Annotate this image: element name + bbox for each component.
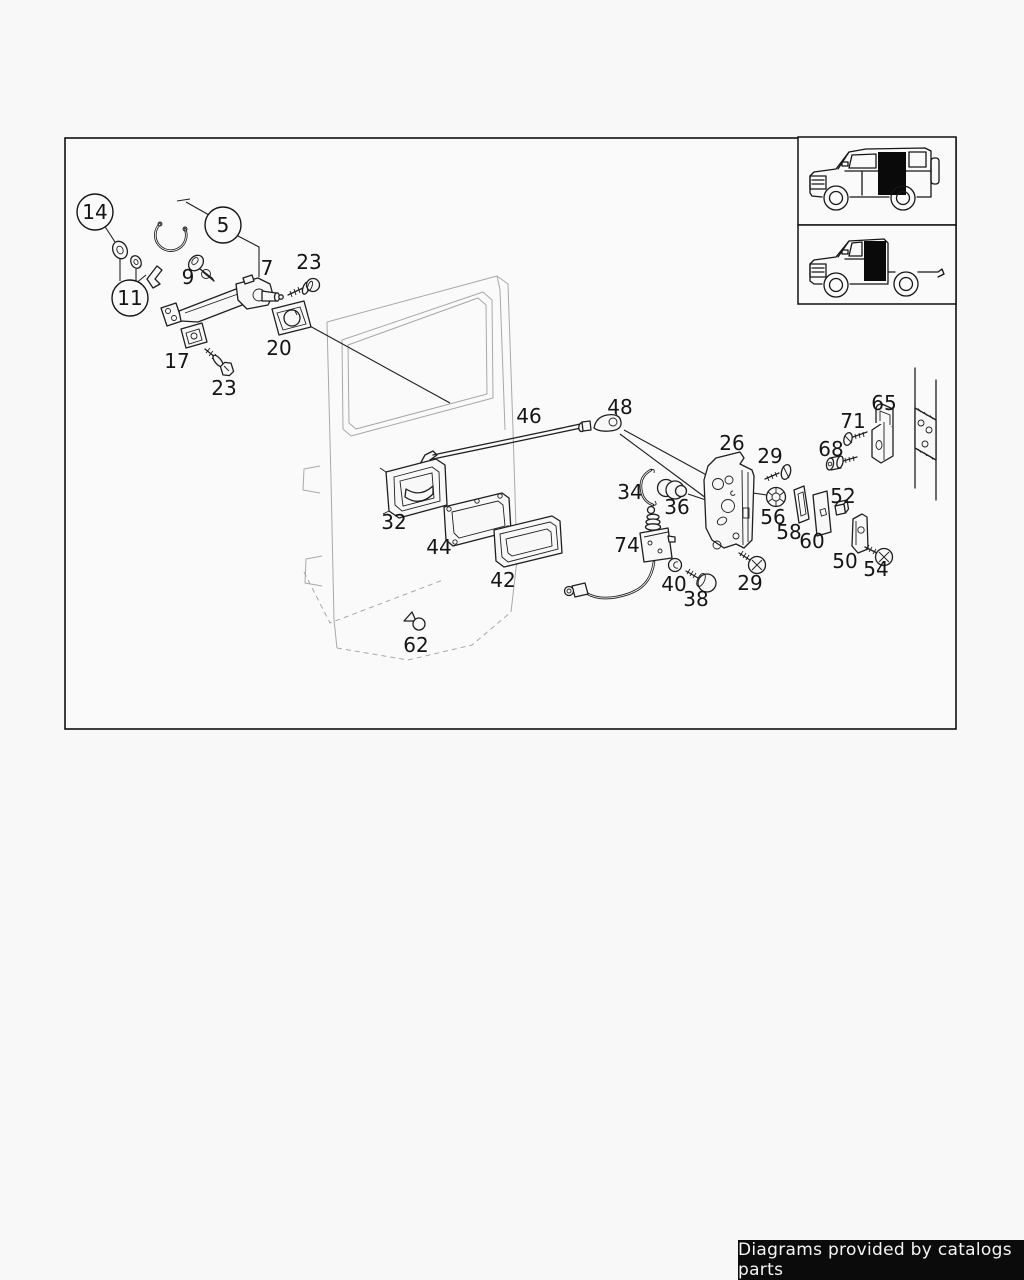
part-label-44: 44: [426, 535, 451, 559]
callout-circle-5: 5: [204, 206, 242, 244]
screw-29-upper: [764, 464, 792, 482]
spring-clip-34: [639, 468, 657, 507]
part-label-62: 62: [403, 633, 428, 657]
shim-58: [793, 485, 810, 524]
svg-text:14: 14: [82, 200, 107, 224]
footer-credit-bar: Diagrams provided by catalogs parts: [738, 1240, 1024, 1280]
part-label-34: 34: [617, 480, 642, 504]
part-label-48: 48: [607, 395, 632, 419]
door-outline: [302, 275, 518, 661]
handle-bezel-20: [271, 300, 312, 336]
callout-circle-14: 14: [76, 193, 114, 231]
screw-71: [843, 431, 868, 447]
leader-lines: [103, 198, 768, 501]
gasket-17: [180, 322, 208, 349]
part-label-40: 40: [661, 572, 686, 596]
part-label-29b: 29: [737, 571, 762, 595]
part-label-46: 46: [516, 404, 541, 428]
b-pillar: [914, 367, 937, 501]
part-label-56: 56: [760, 505, 785, 529]
lock-lever-48: [593, 414, 622, 432]
part-label-23a: 23: [296, 250, 321, 274]
part-label-26: 26: [719, 431, 744, 455]
interior-handle-32: [379, 458, 448, 519]
part-label-36: 36: [664, 495, 689, 519]
part-label-60: 60: [799, 529, 824, 553]
bushing-36: [656, 478, 688, 500]
key-9: [187, 254, 215, 282]
part-label-54: 54: [863, 557, 888, 581]
screw-23-upper: [287, 277, 321, 298]
callout-circle-11: 11: [111, 279, 149, 317]
screw-54: [864, 544, 894, 567]
svg-text:5: 5: [217, 213, 230, 237]
svg-text:11: 11: [117, 286, 142, 310]
square-nut-52: [834, 499, 850, 516]
part-label-17: 17: [164, 349, 189, 373]
vacuum-actuator-74: [563, 505, 676, 600]
part-label-50: 50: [832, 549, 857, 573]
plug-62: [403, 611, 426, 631]
part-label-42: 42: [490, 568, 515, 592]
bolt-68: [825, 455, 858, 471]
grommet-14: [111, 240, 142, 269]
screw-29-lower: [738, 550, 767, 575]
exterior-door-handle-7: [160, 274, 284, 327]
part-label-52: 52: [830, 484, 855, 508]
part-label-38: 38: [683, 587, 708, 611]
part-label-9: 9: [182, 265, 195, 289]
part-label-74: 74: [614, 533, 639, 557]
part-label-58: 58: [776, 520, 801, 544]
bolt-38: [685, 568, 717, 593]
gasket-42: [493, 515, 563, 568]
clip-pin-11: [146, 265, 163, 289]
door-lock-26: [703, 451, 755, 550]
part-label-65: 65: [871, 391, 896, 415]
striker-65: [871, 403, 894, 464]
callout-circles: 14 5 11: [76, 193, 242, 317]
part-label-29a: 29: [757, 444, 782, 468]
part-label-7: 7: [261, 256, 274, 280]
part-label-20: 20: [266, 336, 291, 360]
grommet-40: [667, 557, 683, 573]
screw-23-lower: [204, 347, 235, 377]
g-class-wagon-rear-door-thumbnail[interactable]: [797, 136, 957, 226]
part-label-32: 32: [381, 510, 406, 534]
part-label-71: 71: [840, 409, 865, 433]
star-washer-56: [765, 486, 787, 508]
plate-60: [812, 490, 832, 537]
g-class-chassis-cab-rear-door-thumbnail[interactable]: [797, 224, 957, 305]
footer-credit-text: Diagrams provided by catalogs parts: [738, 1240, 1012, 1280]
part-label-23b: 23: [211, 376, 236, 400]
retaining-ring-5: [153, 221, 188, 252]
part-label-68: 68: [818, 437, 843, 461]
